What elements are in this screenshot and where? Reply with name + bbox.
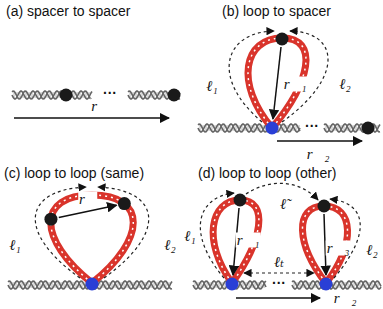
contour-label: ℓ₂: [338, 77, 351, 92]
vector-label: r⃗₂: [306, 147, 331, 162]
strand: [12, 91, 92, 99]
strand: [292, 281, 381, 289]
vector-label: r⃗: [78, 192, 98, 207]
site-dot: [60, 89, 73, 102]
contour-label: ℓ₁: [183, 229, 196, 244]
dna-helix: [198, 124, 300, 132]
site-dot: [362, 122, 375, 135]
vector-label: r⃗₁: [236, 233, 261, 248]
anchor-dot: [226, 278, 239, 291]
strand: [198, 124, 300, 132]
site-dot: [44, 213, 57, 226]
site-dot: [318, 200, 331, 213]
site-dot: [234, 194, 247, 207]
contour-label: ℓ₁: [205, 79, 218, 94]
vector-arrow: [277, 140, 362, 142]
site-dot: [276, 33, 289, 46]
vector-arrow: [14, 117, 169, 119]
strand: [292, 281, 381, 289]
panel-title: (b) loop to spacer: [222, 4, 331, 18]
vector-label: r⃗₂: [333, 291, 358, 306]
panel-title: (a) spacer to spacer: [6, 4, 131, 18]
vector-arrow: [59, 205, 117, 217]
contour-arrow: [200, 193, 234, 278]
contour-label: ℓ̃: [279, 197, 287, 212]
vector-arrow: [236, 297, 320, 299]
contour-label: ℓ₂: [163, 238, 176, 253]
contour-arrow: [229, 31, 274, 122]
anchor-dot: [86, 278, 99, 291]
contour-arrow: [244, 272, 314, 273]
dna-helix: [292, 281, 381, 289]
vector-label: r⃗₃: [326, 241, 351, 256]
site-dot: [118, 197, 131, 210]
site-dot: [168, 89, 181, 102]
contour-arrow: [98, 187, 149, 278]
vector-arrow: [273, 47, 281, 119]
panel-title: (c) loop to loop (same): [4, 166, 144, 180]
dna-helix: [12, 91, 92, 99]
vector-label: r⃗: [90, 99, 110, 114]
contour-label: ℓₜ: [273, 255, 285, 270]
contour-label: ℓ₂: [365, 243, 378, 258]
anchor-dot: [266, 122, 279, 135]
strand: [12, 91, 92, 99]
loop-texture: [51, 195, 134, 283]
vector-label: r⃗₁: [283, 77, 308, 92]
contour-arrow: [282, 31, 328, 122]
strand: [198, 124, 300, 132]
contour-arrow: [330, 199, 360, 278]
ellipsis: ···: [305, 119, 319, 133]
contour-label: ℓ₁: [8, 238, 21, 253]
ellipsis: ···: [272, 276, 286, 290]
panel-title: (d) loop to loop (other): [198, 166, 337, 180]
dna-loop: [51, 195, 134, 283]
anchor-dot: [320, 278, 333, 291]
